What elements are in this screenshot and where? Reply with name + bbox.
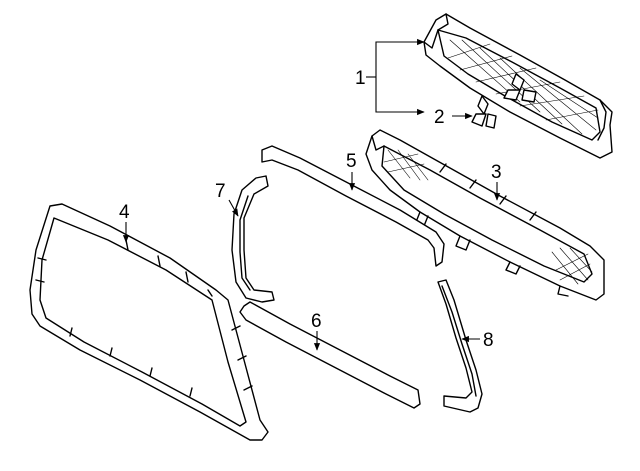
grille-surround-frame [29,203,269,441]
emblem [471,95,497,129]
callout-2: 2 [434,107,445,128]
lower-molding [239,301,421,409]
leader-1-bracket [375,41,425,116]
grille-emblem [503,73,537,103]
callout-3: 3 [491,162,502,183]
lower-grille-mesh [383,149,593,285]
upper-grille-assembly [423,13,613,159]
callout-6: 6 [311,311,322,332]
lower-grille [365,129,605,301]
leader-7 [228,199,239,217]
left-side-molding [231,175,275,303]
callout-7: 7 [215,181,226,202]
callout-5: 5 [346,151,357,172]
callout-leaders [122,38,501,351]
callout-8: 8 [483,330,494,351]
callout-1: 1 [355,68,366,89]
right-side-molding [437,279,483,413]
upper-molding [261,145,445,267]
callout-labels: 1 2 3 4 5 6 7 8 [119,68,502,351]
callout-4: 4 [119,202,130,223]
